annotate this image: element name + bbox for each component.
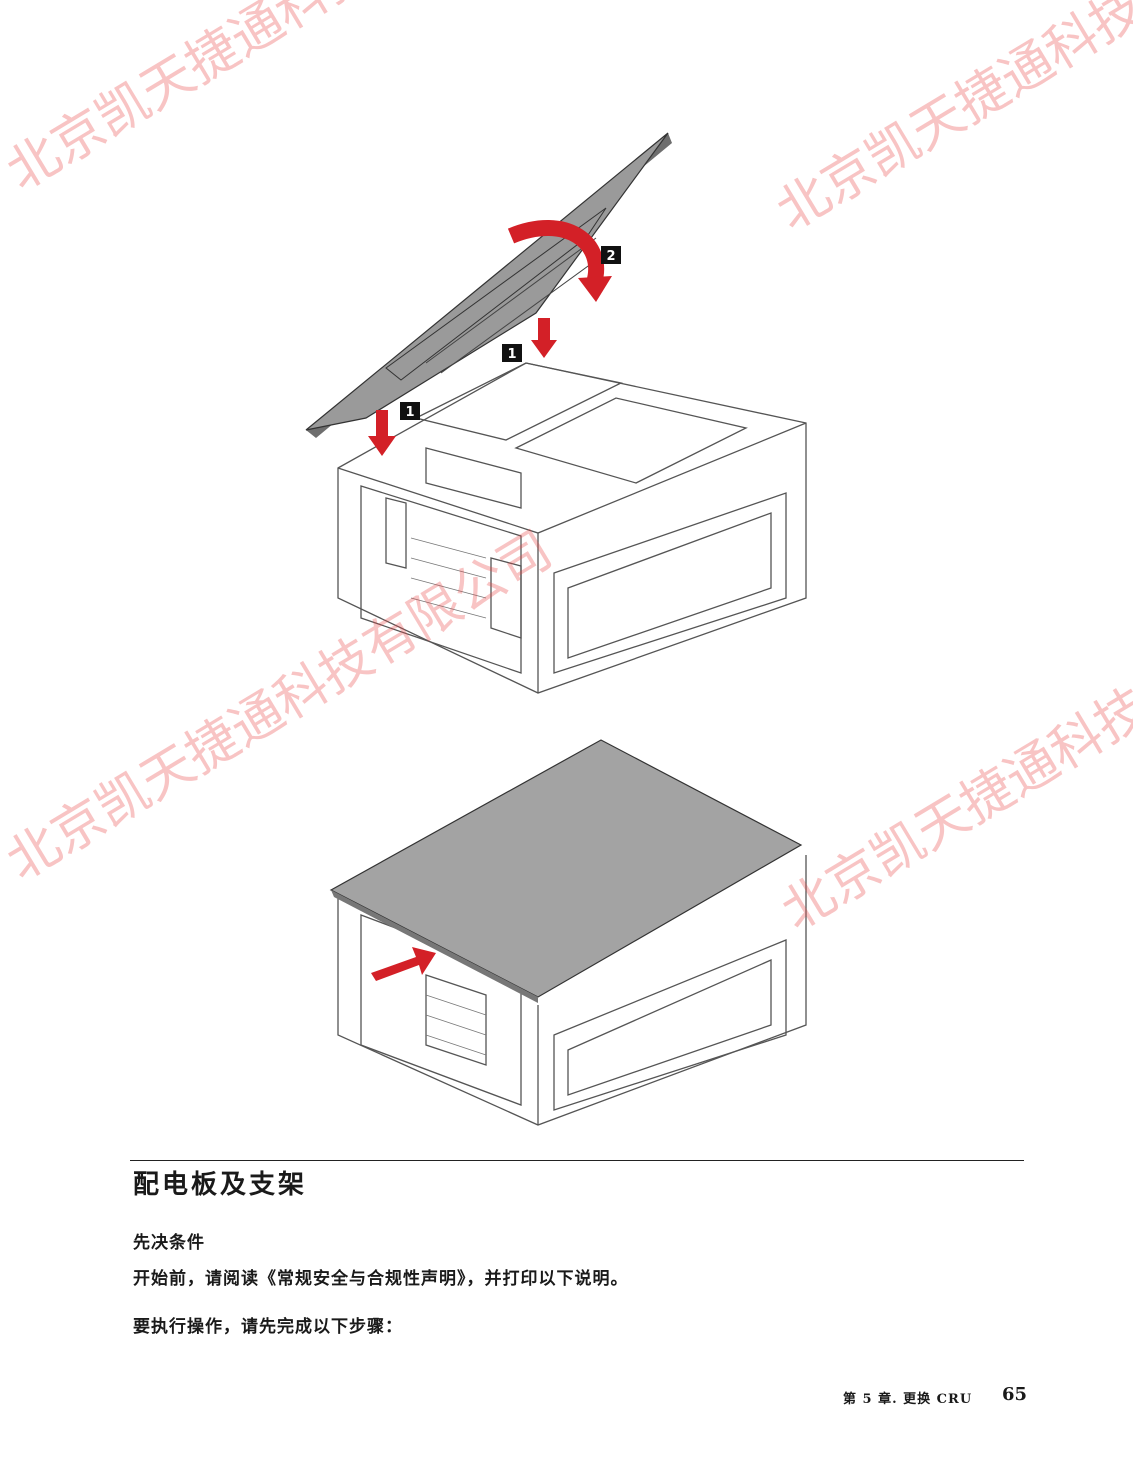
prerequisites-heading: 先决条件 (133, 1233, 205, 1253)
section-title: 配电板及支架 (133, 1170, 308, 1200)
intro-paragraph: 开始前，请阅读《常规安全与合规性声明》，并打印以下说明。 (133, 1269, 629, 1289)
callout-1-left (400, 402, 420, 420)
callout-2 (601, 246, 621, 264)
footer-chapter-label: 第 5 章. 更换 CRU (843, 1392, 973, 1407)
callout-1-right-label: 1 (507, 347, 516, 362)
callout-1-left-label: 1 (405, 405, 414, 420)
callout-1-right (502, 344, 522, 362)
figure-panel-install-illustration: 1 1 2 (305, 132, 807, 694)
page-number: 65 (1002, 1384, 1028, 1405)
callout-2-label: 2 (606, 249, 615, 264)
figure-panel-slide (276, 735, 876, 1127)
figure-panel-install: 1 1 2 (276, 118, 876, 700)
steps-paragraph: 要执行操作，请先完成以下步骤： (133, 1317, 403, 1337)
section-divider (130, 1160, 1024, 1161)
figure-panel-slide-illustration (329, 739, 807, 1126)
